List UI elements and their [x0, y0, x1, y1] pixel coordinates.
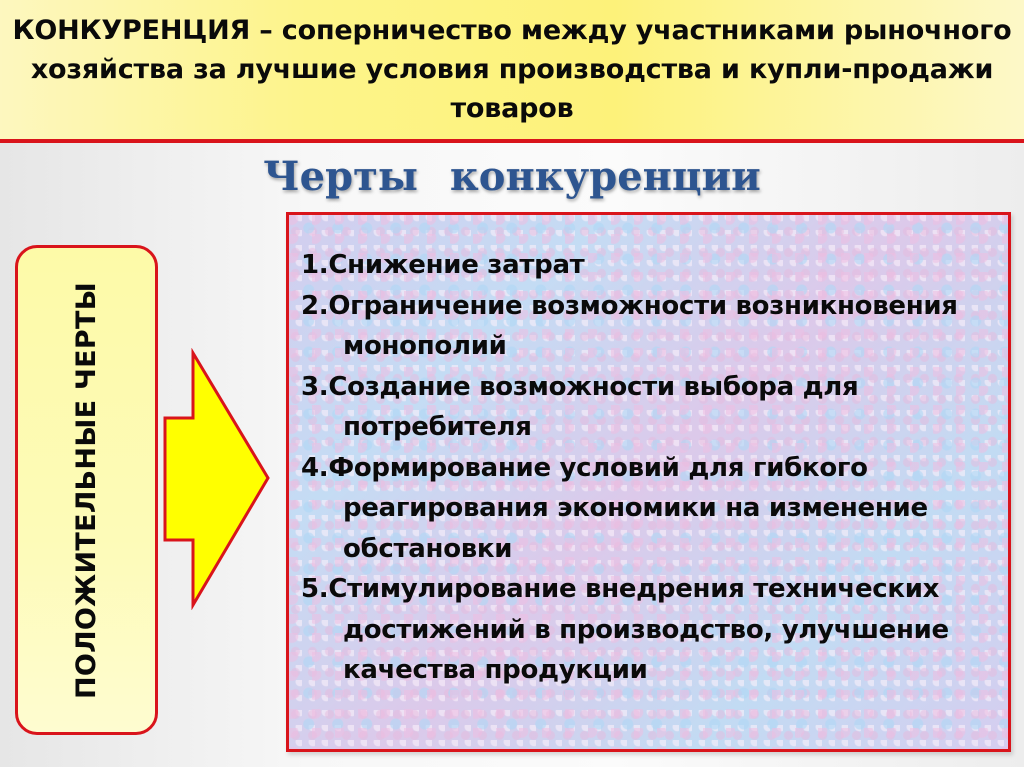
feature-item-2: 2.Ограничение возможности возникновения …	[301, 290, 958, 362]
positive-features-label: ПОЛОЖИТЕЛЬНЫЕ ЧЕРТЫ	[71, 281, 103, 699]
features-list: 1.Снижение затрат 2.Ограничение возможно…	[301, 245, 998, 691]
right-arrow-icon	[163, 348, 270, 610]
definition-title: КОНКУРЕНЦИЯ – соперничество между участн…	[12, 15, 1012, 124]
features-panel: 1.Снижение затрат 2.Ограничение возможно…	[286, 212, 1011, 752]
section-heading: Черты конкуренции	[263, 153, 761, 200]
feature-item-3: 3.Создание возможности выбора для потреб…	[301, 371, 859, 443]
feature-item-4: 4.Формирование условий для гибкого реаги…	[301, 452, 928, 564]
positive-features-box: ПОЛОЖИТЕЛЬНЫЕ ЧЕРТЫ	[15, 245, 158, 735]
title-banner: КОНКУРЕНЦИЯ – соперничество между участн…	[0, 0, 1024, 143]
feature-item-1: 1.Снижение затрат	[301, 250, 585, 280]
feature-item-5: 5.Стимулирование внедрения технических д…	[301, 574, 949, 685]
